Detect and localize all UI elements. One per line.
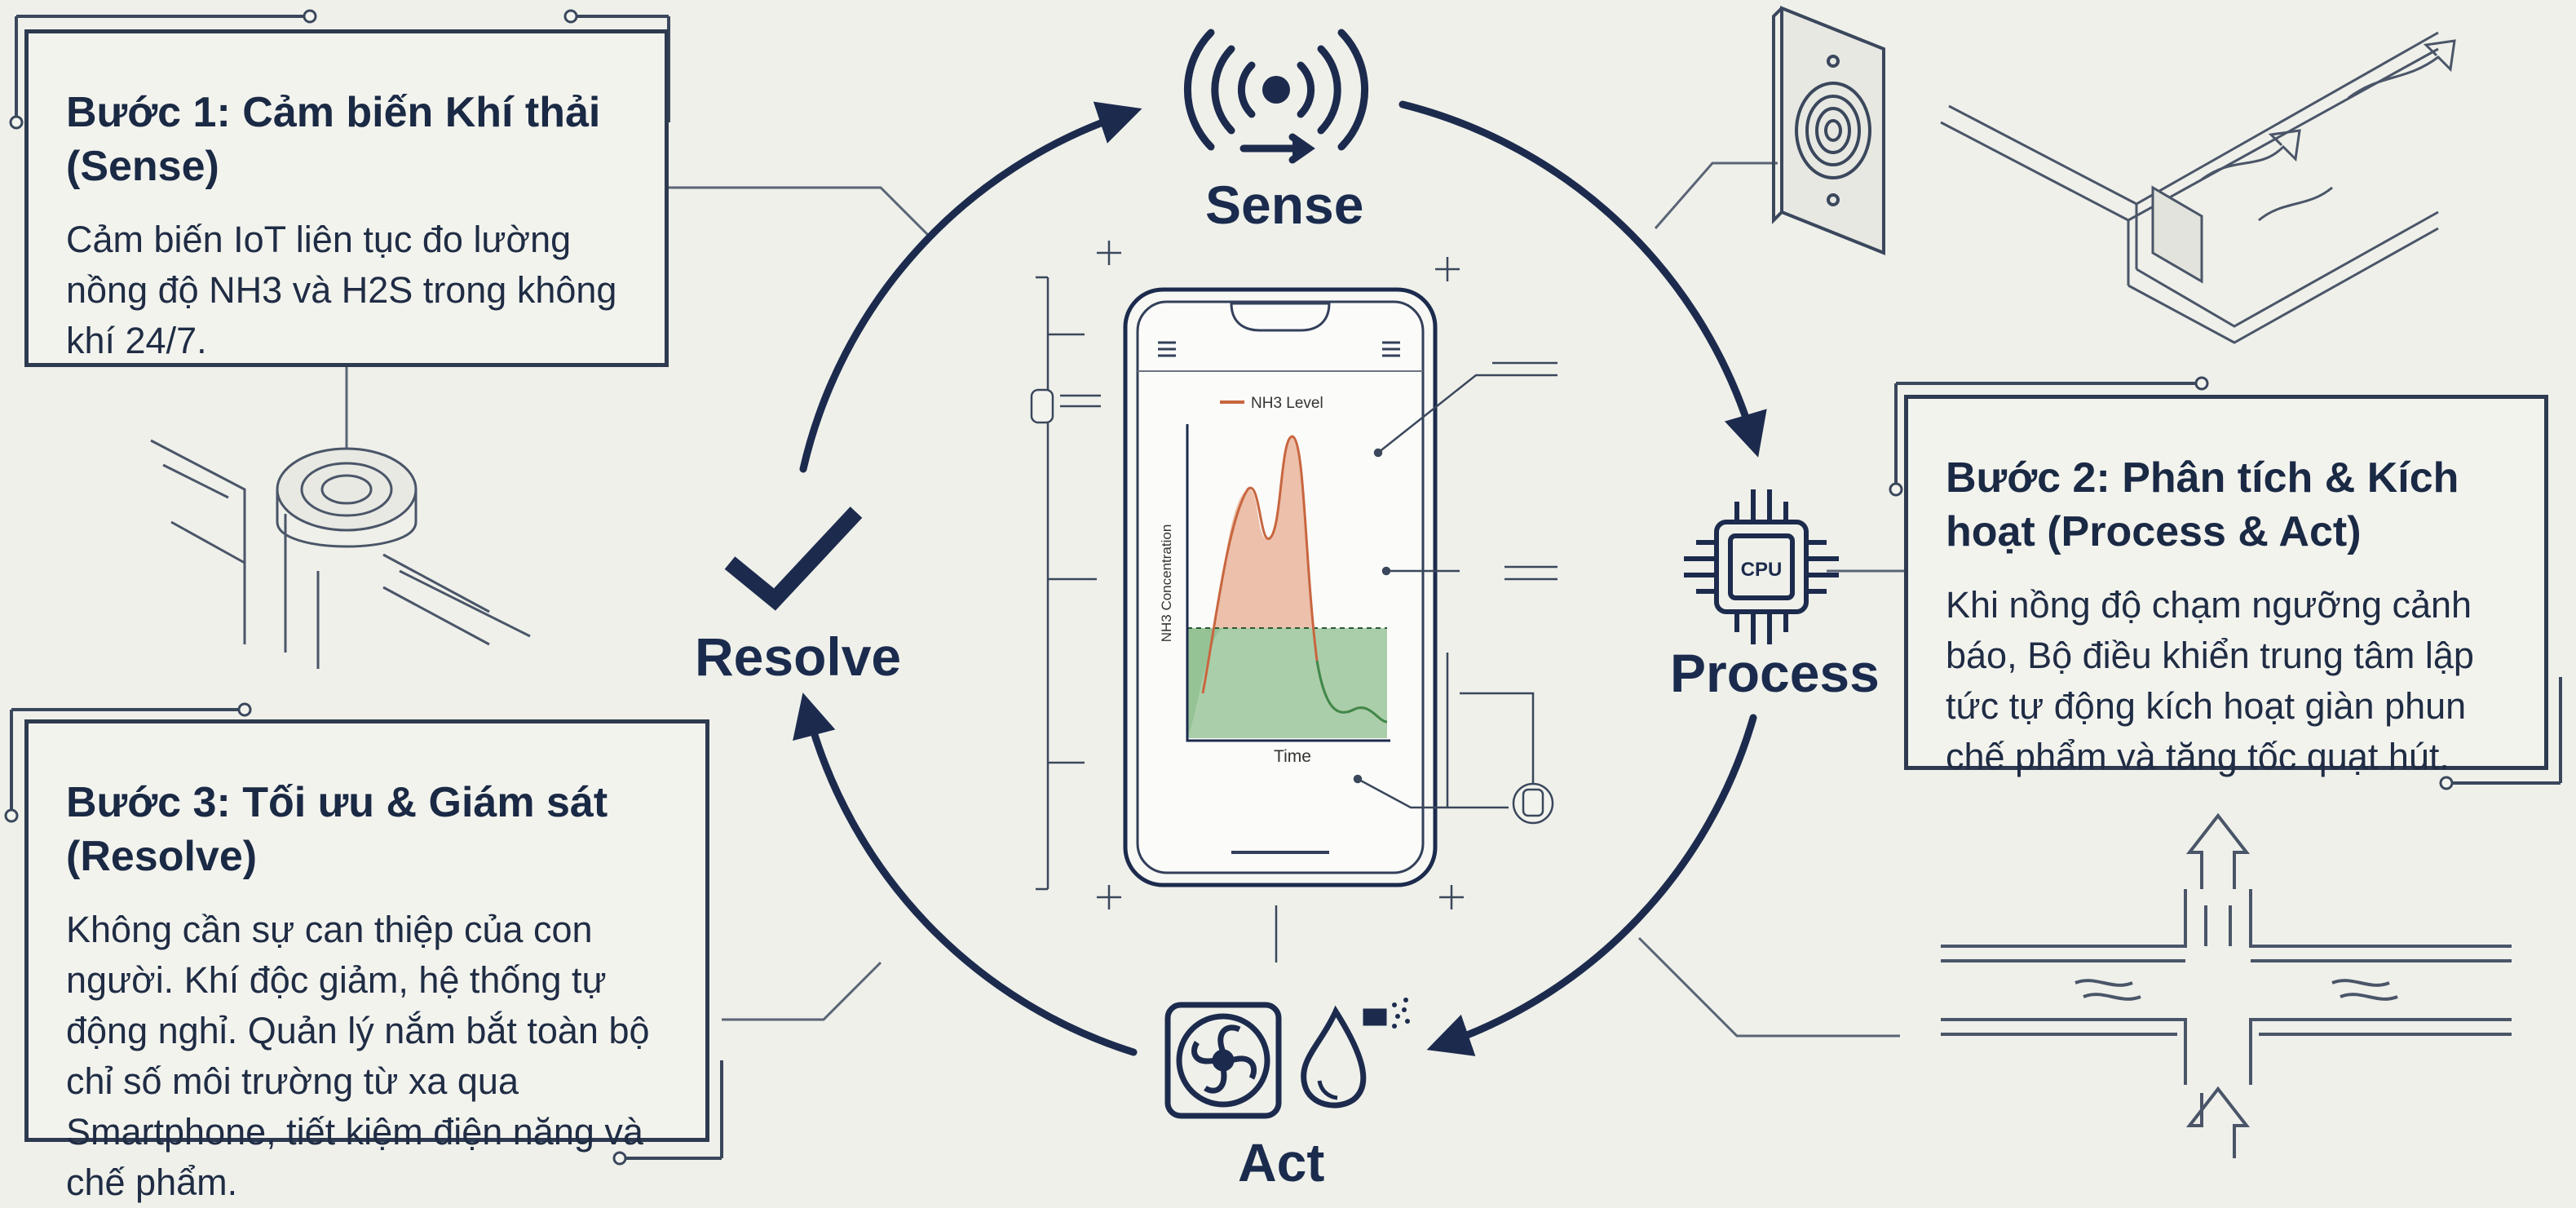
fan-icon — [1164, 1002, 1282, 1119]
step2-card: Bước 2: Phân tích & Kích hoạt (Process &… — [1904, 395, 2548, 777]
duct-airflow-icon — [1940, 31, 2456, 344]
chart-xlabel: Time — [1274, 747, 1311, 766]
chart-ylabel: NH3 Concentration — [1159, 524, 1174, 643]
step2-title: Bước 2: Phân tích & Kích hoạt (Process &… — [1946, 454, 2459, 555]
corner-brackets — [10, 15, 2562, 1160]
cpu-chip-label: CPU — [1741, 559, 1783, 581]
sense-label: Sense — [1205, 175, 1364, 235]
step2-body: Khi nồng độ chạm ngưỡng cảnh báo, Bộ điề… — [1946, 584, 2474, 777]
act-label: Act — [1238, 1132, 1325, 1193]
nh3-chart: NH3 Level Time NH3 Concentration — [1159, 395, 1390, 766]
connector-lines — [345, 162, 1904, 1038]
spray-drop-icon — [1301, 998, 1410, 1108]
step1-card: Bước 1: Cảm biến Khí thải (Sense) Cảm bi… — [24, 29, 669, 367]
wall-sensor-icon — [1772, 6, 1885, 255]
cycle-arrows — [793, 100, 1767, 1056]
checkmark-icon — [724, 507, 863, 611]
resolve-label: Resolve — [695, 626, 902, 687]
pipe-sensor-icon — [150, 439, 531, 669]
process-label: Process — [1670, 643, 1880, 703]
step3-card: Bước 3: Tối ưu & Giám sát (Resolve) Khôn… — [24, 719, 709, 1203]
step3-title: Bước 3: Tối ưu & Giám sát (Resolve) — [66, 779, 608, 880]
step3-body: Không cần sự can thiệp của con người. Kh… — [66, 909, 650, 1203]
hamburger-menu-icon — [1158, 341, 1400, 357]
wifi-signal-icon — [1183, 29, 1369, 164]
phone-annotations — [1030, 241, 1558, 962]
step1-title: Bước 1: Cảm biến Khí thải (Sense) — [66, 89, 601, 190]
cpu-icon — [1684, 489, 1839, 644]
cross-duct-icon — [1941, 812, 2512, 1158]
chart-legend: NH3 Level — [1251, 395, 1323, 412]
step1-body: Cảm biến IoT liên tục đo lường nồng độ N… — [66, 219, 617, 361]
